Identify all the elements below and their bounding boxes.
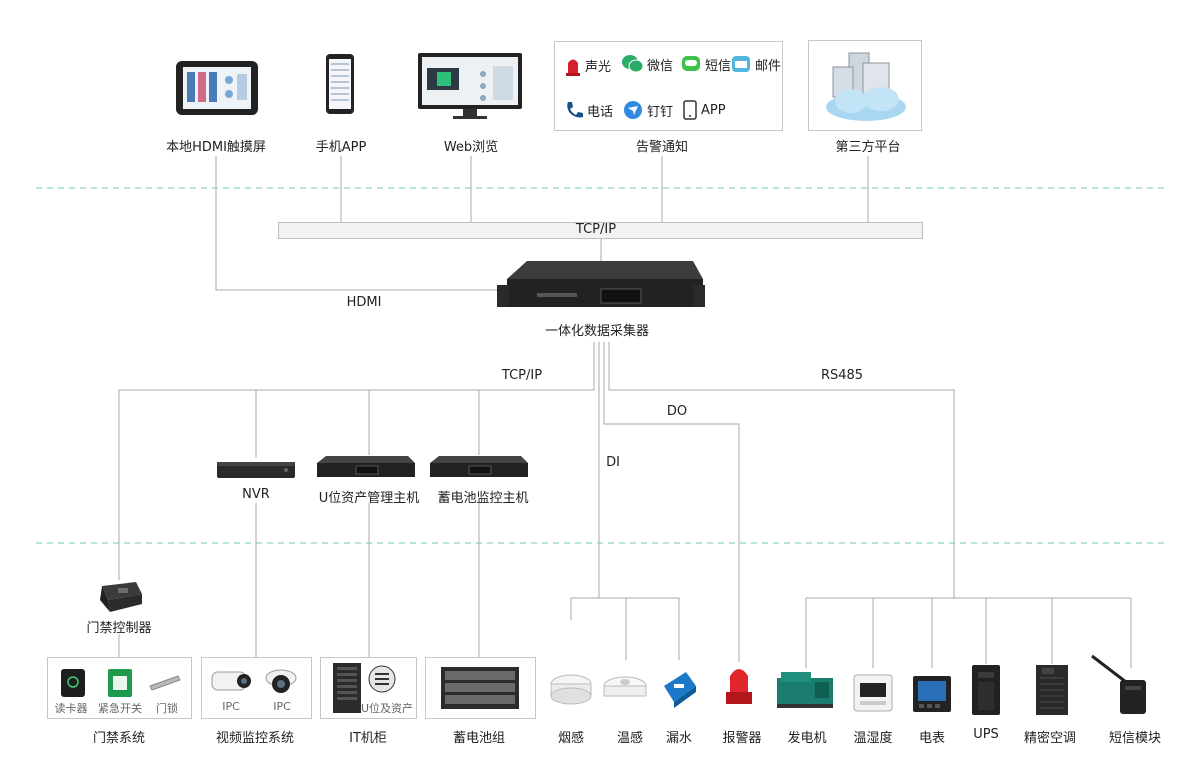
mail-icon — [732, 56, 750, 72]
sms-text: 短信 — [705, 58, 732, 74]
alarm-sound-light: 声光 — [565, 54, 611, 76]
battery-host-icon — [430, 456, 528, 477]
battery-host-label: 蓄电池监控主机 — [437, 491, 529, 506]
smoke-label: 烟感 — [557, 731, 585, 746]
sound-light-text: 声光 — [585, 59, 612, 75]
phone-text: 电话 — [587, 104, 614, 120]
video-system-label: 视频监控系统 — [215, 731, 295, 746]
power-meter-icon — [913, 676, 951, 712]
bullet-camera-icon — [211, 671, 251, 691]
emergency-switch-label: 紧急开关 — [98, 702, 142, 715]
leak-label: 漏水 — [665, 731, 693, 746]
mail-text: 邮件 — [755, 58, 782, 74]
door-lock-icon — [149, 675, 181, 691]
sms-icon — [682, 56, 700, 71]
monitor-icon — [418, 53, 522, 119]
door-system-label: 门禁系统 — [92, 731, 146, 746]
emergency-switch-icon — [108, 669, 132, 697]
ups-icon — [972, 665, 1000, 715]
it-rack-label: IT机柜 — [349, 731, 387, 746]
alarm-mail: 邮件 — [731, 54, 781, 74]
meter-label: 电表 — [918, 731, 946, 746]
touch-screen-icon — [176, 61, 258, 115]
alarm-dingtalk: 钉钉 — [623, 100, 673, 120]
bus-label: TCP/IP — [575, 222, 617, 237]
humidity-sensor-icon — [853, 674, 893, 712]
do-link-label: DO — [666, 404, 688, 419]
app-text: APP — [701, 102, 726, 118]
hdmi-screen-label: 本地HDMI触摸屏 — [166, 140, 266, 155]
tcpip-link-label: TCP/IP — [501, 368, 543, 383]
sms-module-icon — [1091, 654, 1146, 714]
hdmi-label: HDMI — [346, 295, 382, 310]
ups-label: UPS — [973, 727, 999, 742]
ipc2-label: IPC — [273, 700, 291, 713]
temp-label: 温感 — [616, 731, 644, 746]
door-system-box: 读卡器 紧急开关 门锁 — [47, 657, 192, 719]
third-party-label: 第三方平台 — [835, 140, 901, 155]
smoke-detector-icon — [550, 674, 592, 705]
alarm-device-label: 报警器 — [722, 731, 762, 746]
alarm-siren-icon — [726, 669, 752, 704]
dingtalk-icon — [624, 101, 642, 119]
dome-camera-icon — [265, 669, 297, 693]
dingtalk-text: 钉钉 — [647, 104, 674, 120]
generator-label: 发电机 — [787, 731, 827, 746]
alarm-wechat: 微信 — [621, 54, 673, 74]
alarm-app: APP — [683, 100, 726, 120]
card-reader-label: 读卡器 — [54, 702, 88, 715]
web-label: Web浏览 — [443, 140, 499, 155]
di-link-label: DI — [606, 455, 620, 470]
third-party-box — [808, 40, 922, 131]
u-sensor-icon — [368, 665, 396, 693]
cloud-server-icon — [826, 52, 906, 121]
alarm-sms: 短信 — [681, 54, 731, 74]
precision-ac-icon — [1036, 665, 1068, 715]
temperature-sensor-icon — [603, 676, 647, 697]
door-lock-label: 门锁 — [156, 702, 178, 715]
battery-group-box — [425, 657, 536, 719]
battery-group-label: 蓄电池组 — [452, 731, 506, 746]
it-rack-box: U位及资产 — [320, 657, 417, 719]
water-leak-icon — [664, 672, 696, 708]
generator-icon — [777, 672, 833, 708]
data-collector-icon — [497, 261, 705, 307]
humidity-label: 温湿度 — [853, 731, 893, 746]
collector-label: 一体化数据采集器 — [544, 324, 650, 339]
mobile-app-label: 手机APP — [315, 140, 367, 155]
phone-call-icon — [567, 102, 583, 118]
sms-module-label: 短信模块 — [1108, 731, 1162, 746]
door-controller-label: 门禁控制器 — [86, 621, 152, 636]
tcpip-bus — [278, 222, 923, 239]
alarm-label: 告警通知 — [635, 140, 689, 155]
rs485-link-label: RS485 — [820, 368, 864, 383]
alarm-light-icon — [566, 59, 580, 76]
wechat-text: 微信 — [647, 58, 674, 74]
alarm-notification-box: 声光 微信 短信 邮件 电话 钉钉 APP — [554, 41, 783, 131]
ipc1-label: IPC — [222, 700, 240, 713]
card-reader-icon — [61, 669, 85, 697]
u-asset-label: U位及资产 — [360, 702, 414, 715]
u-host-icon — [317, 456, 415, 477]
server-rack-icon — [333, 663, 361, 713]
phone-icon — [326, 54, 354, 114]
alarm-phone: 电话 — [565, 100, 613, 120]
nvr-icon — [217, 462, 295, 478]
wechat-icon — [622, 55, 643, 73]
mobile-icon — [683, 100, 697, 120]
u-host-label: U位资产管理主机 — [318, 491, 420, 506]
nvr-label: NVR — [242, 487, 270, 502]
battery-rack-icon — [441, 667, 519, 709]
ac-label: 精密空调 — [1023, 731, 1077, 746]
door-controller-icon — [100, 582, 142, 612]
video-system-box: IPC IPC — [201, 657, 312, 719]
